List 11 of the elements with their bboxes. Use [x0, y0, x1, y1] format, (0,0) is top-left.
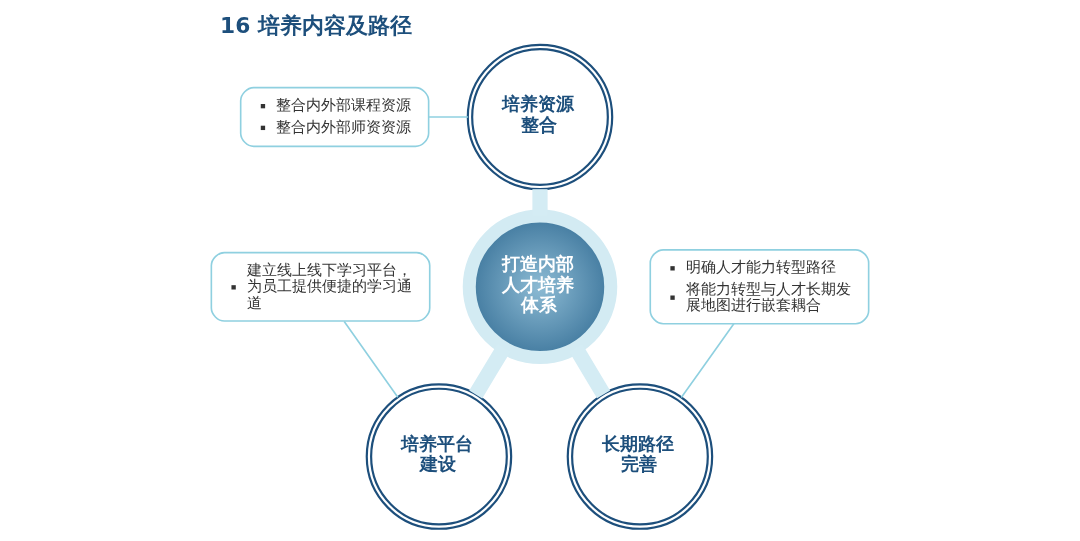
connector [680, 323, 735, 399]
node-circle: 打造内部人才培养体系 [462, 209, 618, 365]
node-box: 明确人才能力转型路径 将能力转型与人才长期发展地图进行嵌套耦合 [649, 249, 870, 325]
diagram-title: 16 培养内容及路径 [220, 13, 412, 39]
connector [428, 116, 469, 118]
node-box: 建立线上线下学习平台，为员工提供便捷的学习通道 [210, 251, 431, 322]
node-circle: 培养平台建设 [365, 383, 513, 530]
connector [343, 320, 399, 399]
node-circle: 长期路径完善 [566, 383, 714, 530]
node-box: 整合内外部课程资源 整合内外部师资资源 [239, 86, 430, 148]
node-circle: 培养资源整合 [466, 43, 614, 191]
